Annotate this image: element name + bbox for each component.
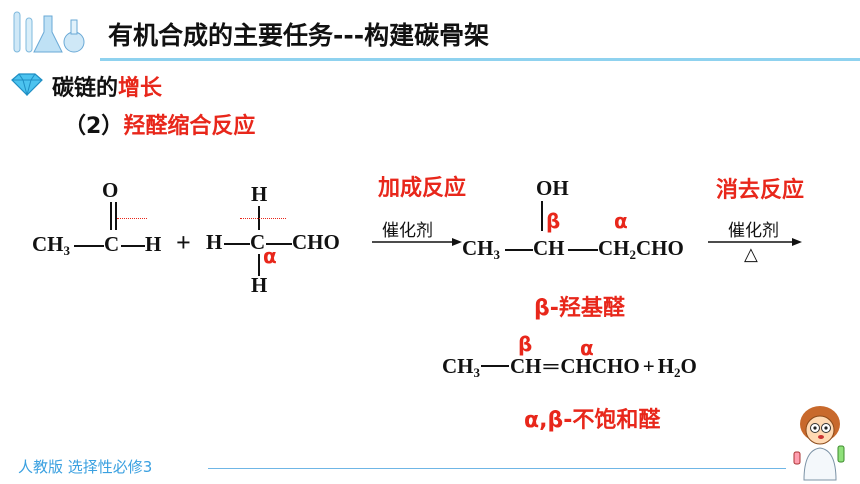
prod-alpha-label: α <box>580 336 594 360</box>
subheading: （2）羟醛缩合反应 <box>64 108 255 140</box>
diamond-icon <box>11 73 43 96</box>
int-beta-label: β <box>546 209 561 233</box>
r1-oxygen: O <box>102 178 119 202</box>
section-heading-prefix: 碳链的 <box>52 76 119 101</box>
section-heading: 碳链的增长 <box>52 70 162 102</box>
footer-textbook: 人教版 选择性必修3 <box>18 458 153 476</box>
int-bond-oh <box>541 201 543 231</box>
r2-alpha-label: α <box>263 244 277 268</box>
int-bond-1 <box>505 249 533 251</box>
section-heading-highlight: 增长 <box>118 76 163 101</box>
r2-cho: CHO <box>292 230 340 254</box>
title-divider <box>100 58 860 61</box>
r2-h-bottom: H <box>251 273 268 297</box>
int-alpha-label: α <box>614 209 628 233</box>
step2-reaction-type: 消去反应 <box>716 178 805 203</box>
step1-reaction-type: 加成反应 <box>378 176 467 201</box>
r2-h-top: H <box>251 182 268 206</box>
int-ch2cho: CH2CHO <box>598 236 684 262</box>
plus-sign: + <box>176 228 191 257</box>
r1-carbon: C <box>104 232 120 256</box>
prod-name: α,β-不饱和醛 <box>524 408 661 433</box>
r2-carbon: C <box>250 230 266 254</box>
subheading-number: （2） <box>64 114 124 139</box>
r1-double-bond-right <box>115 202 117 230</box>
r2-bond-right <box>266 243 292 245</box>
r2-cleave-line <box>240 218 286 219</box>
int-ch3: CH3 <box>462 236 500 262</box>
r2-h-left: H <box>206 230 223 254</box>
r1-cleave-line <box>117 218 147 219</box>
footer-divider <box>208 468 786 469</box>
r2-bond-bottom <box>258 254 260 276</box>
int-bond-2 <box>568 249 598 251</box>
heat-symbol: △ <box>744 244 758 265</box>
r1-ch3: CH3 <box>32 232 70 258</box>
r1-hydrogen: H <box>145 232 162 256</box>
step2-catalyst: 催化剂 <box>728 221 779 241</box>
lab-glassware-icon <box>13 11 85 53</box>
int-ch: CH <box>533 236 565 260</box>
prod-beta-label: β <box>518 332 533 356</box>
int-name: β-羟基醛 <box>534 296 625 321</box>
r1-double-bond-left <box>110 202 112 230</box>
subheading-text: 羟醛缩合反应 <box>123 114 256 139</box>
int-oh: OH <box>536 176 569 200</box>
scientist-mascot-icon <box>793 406 845 481</box>
page-title: 有机合成的主要任务---构建碳骨架 <box>108 21 490 50</box>
r1-bond-2 <box>121 245 145 247</box>
step1-catalyst: 催化剂 <box>382 221 433 241</box>
r1-bond-1 <box>74 245 104 247</box>
r2-bond-left <box>224 243 250 245</box>
